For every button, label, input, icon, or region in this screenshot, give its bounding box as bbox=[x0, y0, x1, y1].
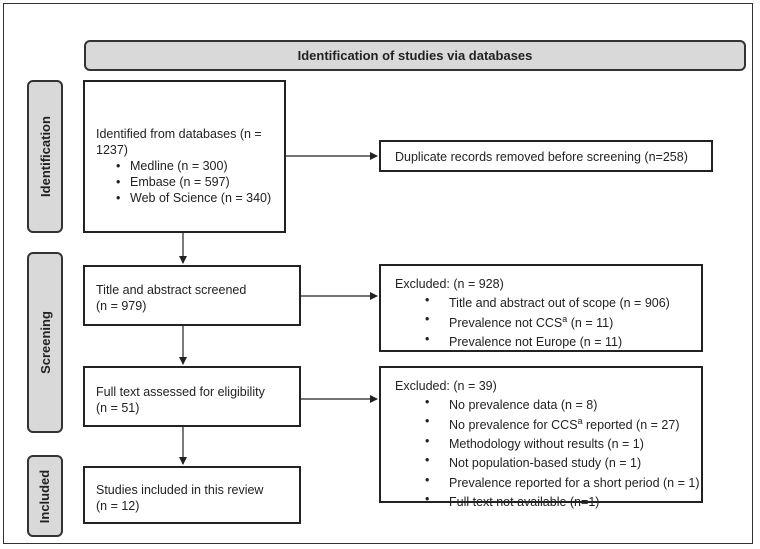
excluded-eligibility-title: Excluded: (n = 39) bbox=[395, 379, 497, 393]
phase-screening: Screening bbox=[27, 252, 63, 433]
excluded-screening-box: Excluded: (n = 928) Title and abstract o… bbox=[379, 264, 703, 352]
screened-box: Title and abstract screened (n = 979) bbox=[83, 265, 301, 326]
list-item: Full text not available (n=1) bbox=[395, 491, 701, 510]
list-item: Embase (n = 597) bbox=[96, 174, 276, 190]
identified-box: Identified from databases (n = 1237) Med… bbox=[83, 80, 286, 233]
list-item: Not population-based study (n = 1) bbox=[395, 452, 701, 471]
list-item: Web of Science (n = 340) bbox=[96, 190, 276, 206]
list-item: No prevalence data (n = 8) bbox=[395, 394, 701, 413]
screened-line1: Title and abstract screened bbox=[96, 283, 247, 297]
excluded-eligibility-box: Excluded: (n = 39) No prevalence data (n… bbox=[379, 366, 703, 509]
header-title: Identification of studies via databases bbox=[297, 48, 533, 63]
duplicates-box: Duplicate records removed before screeni… bbox=[379, 140, 713, 172]
list-item: Prevalence reported for a short period (… bbox=[395, 472, 701, 491]
included-line1: Studies included in this review bbox=[96, 483, 264, 497]
excluded-eligibility-list: No prevalence data (n = 8) No prevalence… bbox=[395, 394, 701, 510]
identified-list: Medline (n = 300) Embase (n = 597) Web o… bbox=[96, 158, 276, 206]
list-item: Title and abstract out of scope (n = 906… bbox=[395, 292, 701, 311]
excluded-screening-title: Excluded: (n = 928) bbox=[395, 277, 504, 291]
fulltext-line2: (n = 51) bbox=[96, 401, 140, 415]
fulltext-box: Full text assessed for eligibility (n = … bbox=[83, 366, 301, 427]
list-item: No prevalence for CCSa reported (n = 27) bbox=[395, 413, 701, 433]
diagram-frame bbox=[3, 3, 753, 544]
included-box: Studies included in this review (n = 12) bbox=[83, 466, 301, 524]
duplicates-text: Duplicate records removed before screeni… bbox=[395, 150, 688, 164]
list-item: Medline (n = 300) bbox=[96, 158, 276, 174]
phase-identification: Identification bbox=[27, 80, 63, 233]
header-banner: Identification of studies via databases bbox=[84, 40, 746, 71]
screened-line2: (n = 979) bbox=[96, 299, 147, 313]
identified-title: Identified from databases (n = 1237) bbox=[96, 127, 262, 157]
phase-included: Included bbox=[27, 455, 63, 537]
fulltext-line1: Full text assessed for eligibility bbox=[96, 385, 265, 399]
included-line2: (n = 12) bbox=[96, 499, 140, 513]
list-item: Prevalence not CCSa (n = 11) bbox=[395, 311, 701, 331]
list-item: Methodology without results (n = 1) bbox=[395, 433, 701, 452]
excluded-screening-list: Title and abstract out of scope (n = 906… bbox=[395, 292, 701, 350]
list-item: Prevalence not Europe (n = 11) bbox=[395, 331, 701, 350]
